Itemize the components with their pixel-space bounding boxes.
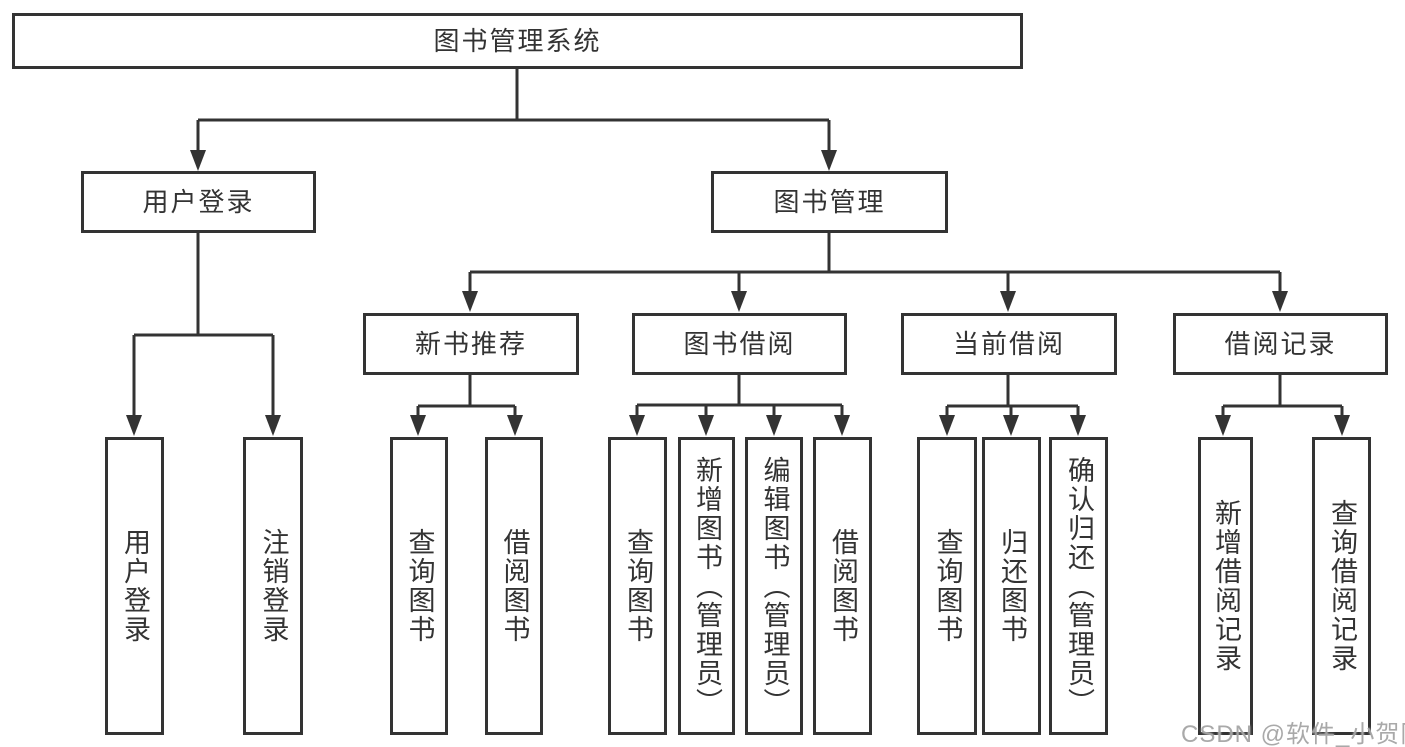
node-leaf-bb-borrow-book: 借阅图书 [813,437,872,735]
node-leaf-bb-query-book: 查询图书 [608,437,667,735]
node-leaf-cb-query-book: 查询图书 [917,437,977,735]
csdn-watermark: CSDN @软件_小贺同学 [1181,721,1405,747]
node-new-book-recommend: 新书推荐 [363,313,579,375]
node-leaf-bb-edit-book: 编辑图书（管理员） [745,437,803,735]
node-leaf-nb-query-book: 查询图书 [390,437,448,735]
node-book-borrow: 图书借阅 [632,313,847,375]
node-leaf-user-login: 用户登录 [105,437,164,735]
node-book-management: 图书管理 [711,171,948,233]
node-leaf-br-query-record: 查询借阅记录 [1312,437,1371,735]
node-leaf-cb-confirm-return: 确认归还（管理员） [1049,437,1108,735]
arrowheads [126,150,1350,436]
node-current-borrow: 当前借阅 [901,313,1117,375]
node-leaf-logout: 注销登录 [243,437,303,735]
node-root-title: 图书管理系统 [12,13,1023,69]
node-leaf-br-add-record: 新增借阅记录 [1198,437,1253,735]
node-leaf-bb-add-book: 新增图书（管理员） [678,437,735,735]
node-leaf-cb-return-book: 归还图书 [982,437,1041,735]
node-user-login: 用户登录 [81,171,316,233]
node-leaf-nb-borrow-book: 借阅图书 [485,437,543,735]
node-borrow-records: 借阅记录 [1173,313,1388,375]
